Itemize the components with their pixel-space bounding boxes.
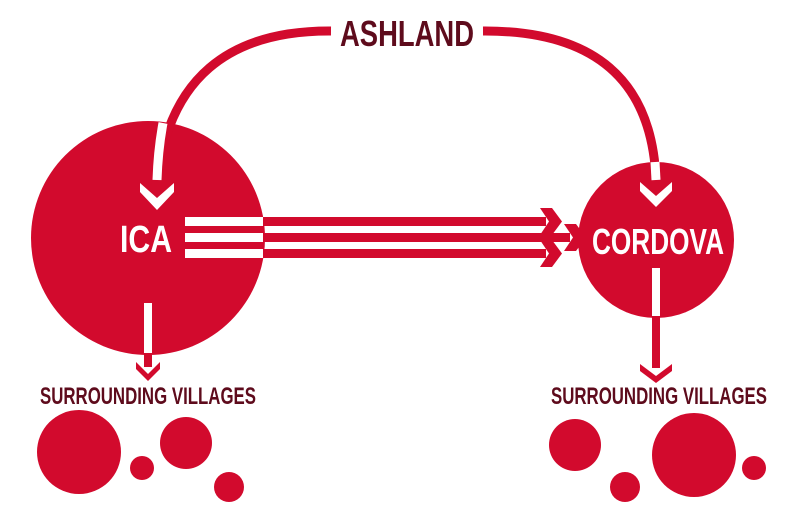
village-circle	[37, 410, 121, 494]
right-village-circles	[549, 413, 766, 502]
village-circle	[549, 419, 601, 471]
village-circle	[130, 456, 154, 480]
cordova-node-circle	[578, 162, 734, 318]
village-circle	[652, 413, 736, 497]
right-villages-label: SURROUNDING VILLAGES	[551, 383, 767, 410]
ica-node-circle	[31, 121, 265, 355]
ashland-to-ica-arrow	[140, 26, 332, 210]
arrowhead-icon	[540, 208, 562, 235]
left-village-circles	[37, 410, 244, 502]
village-circle	[214, 472, 244, 502]
left-villages-label: SURROUNDING VILLAGES	[40, 383, 256, 410]
arrowhead-icon	[140, 183, 174, 210]
village-circle	[610, 472, 640, 502]
ashland-label: ASHLAND	[340, 13, 474, 54]
ica-label: ICA	[120, 219, 172, 261]
cordova-to-villages-arrow	[640, 268, 672, 383]
ica-to-cordova-arrows	[185, 208, 586, 267]
village-circle	[742, 456, 766, 480]
arrowhead-icon	[540, 240, 562, 267]
village-circle	[160, 417, 212, 469]
ica-to-villages-arrow	[136, 303, 160, 381]
arrowhead-icon	[640, 182, 672, 207]
arrowhead-icon	[564, 224, 586, 251]
ashland-to-cordova-arrow	[482, 26, 672, 207]
cordova-label: CORDOVA	[592, 221, 724, 262]
